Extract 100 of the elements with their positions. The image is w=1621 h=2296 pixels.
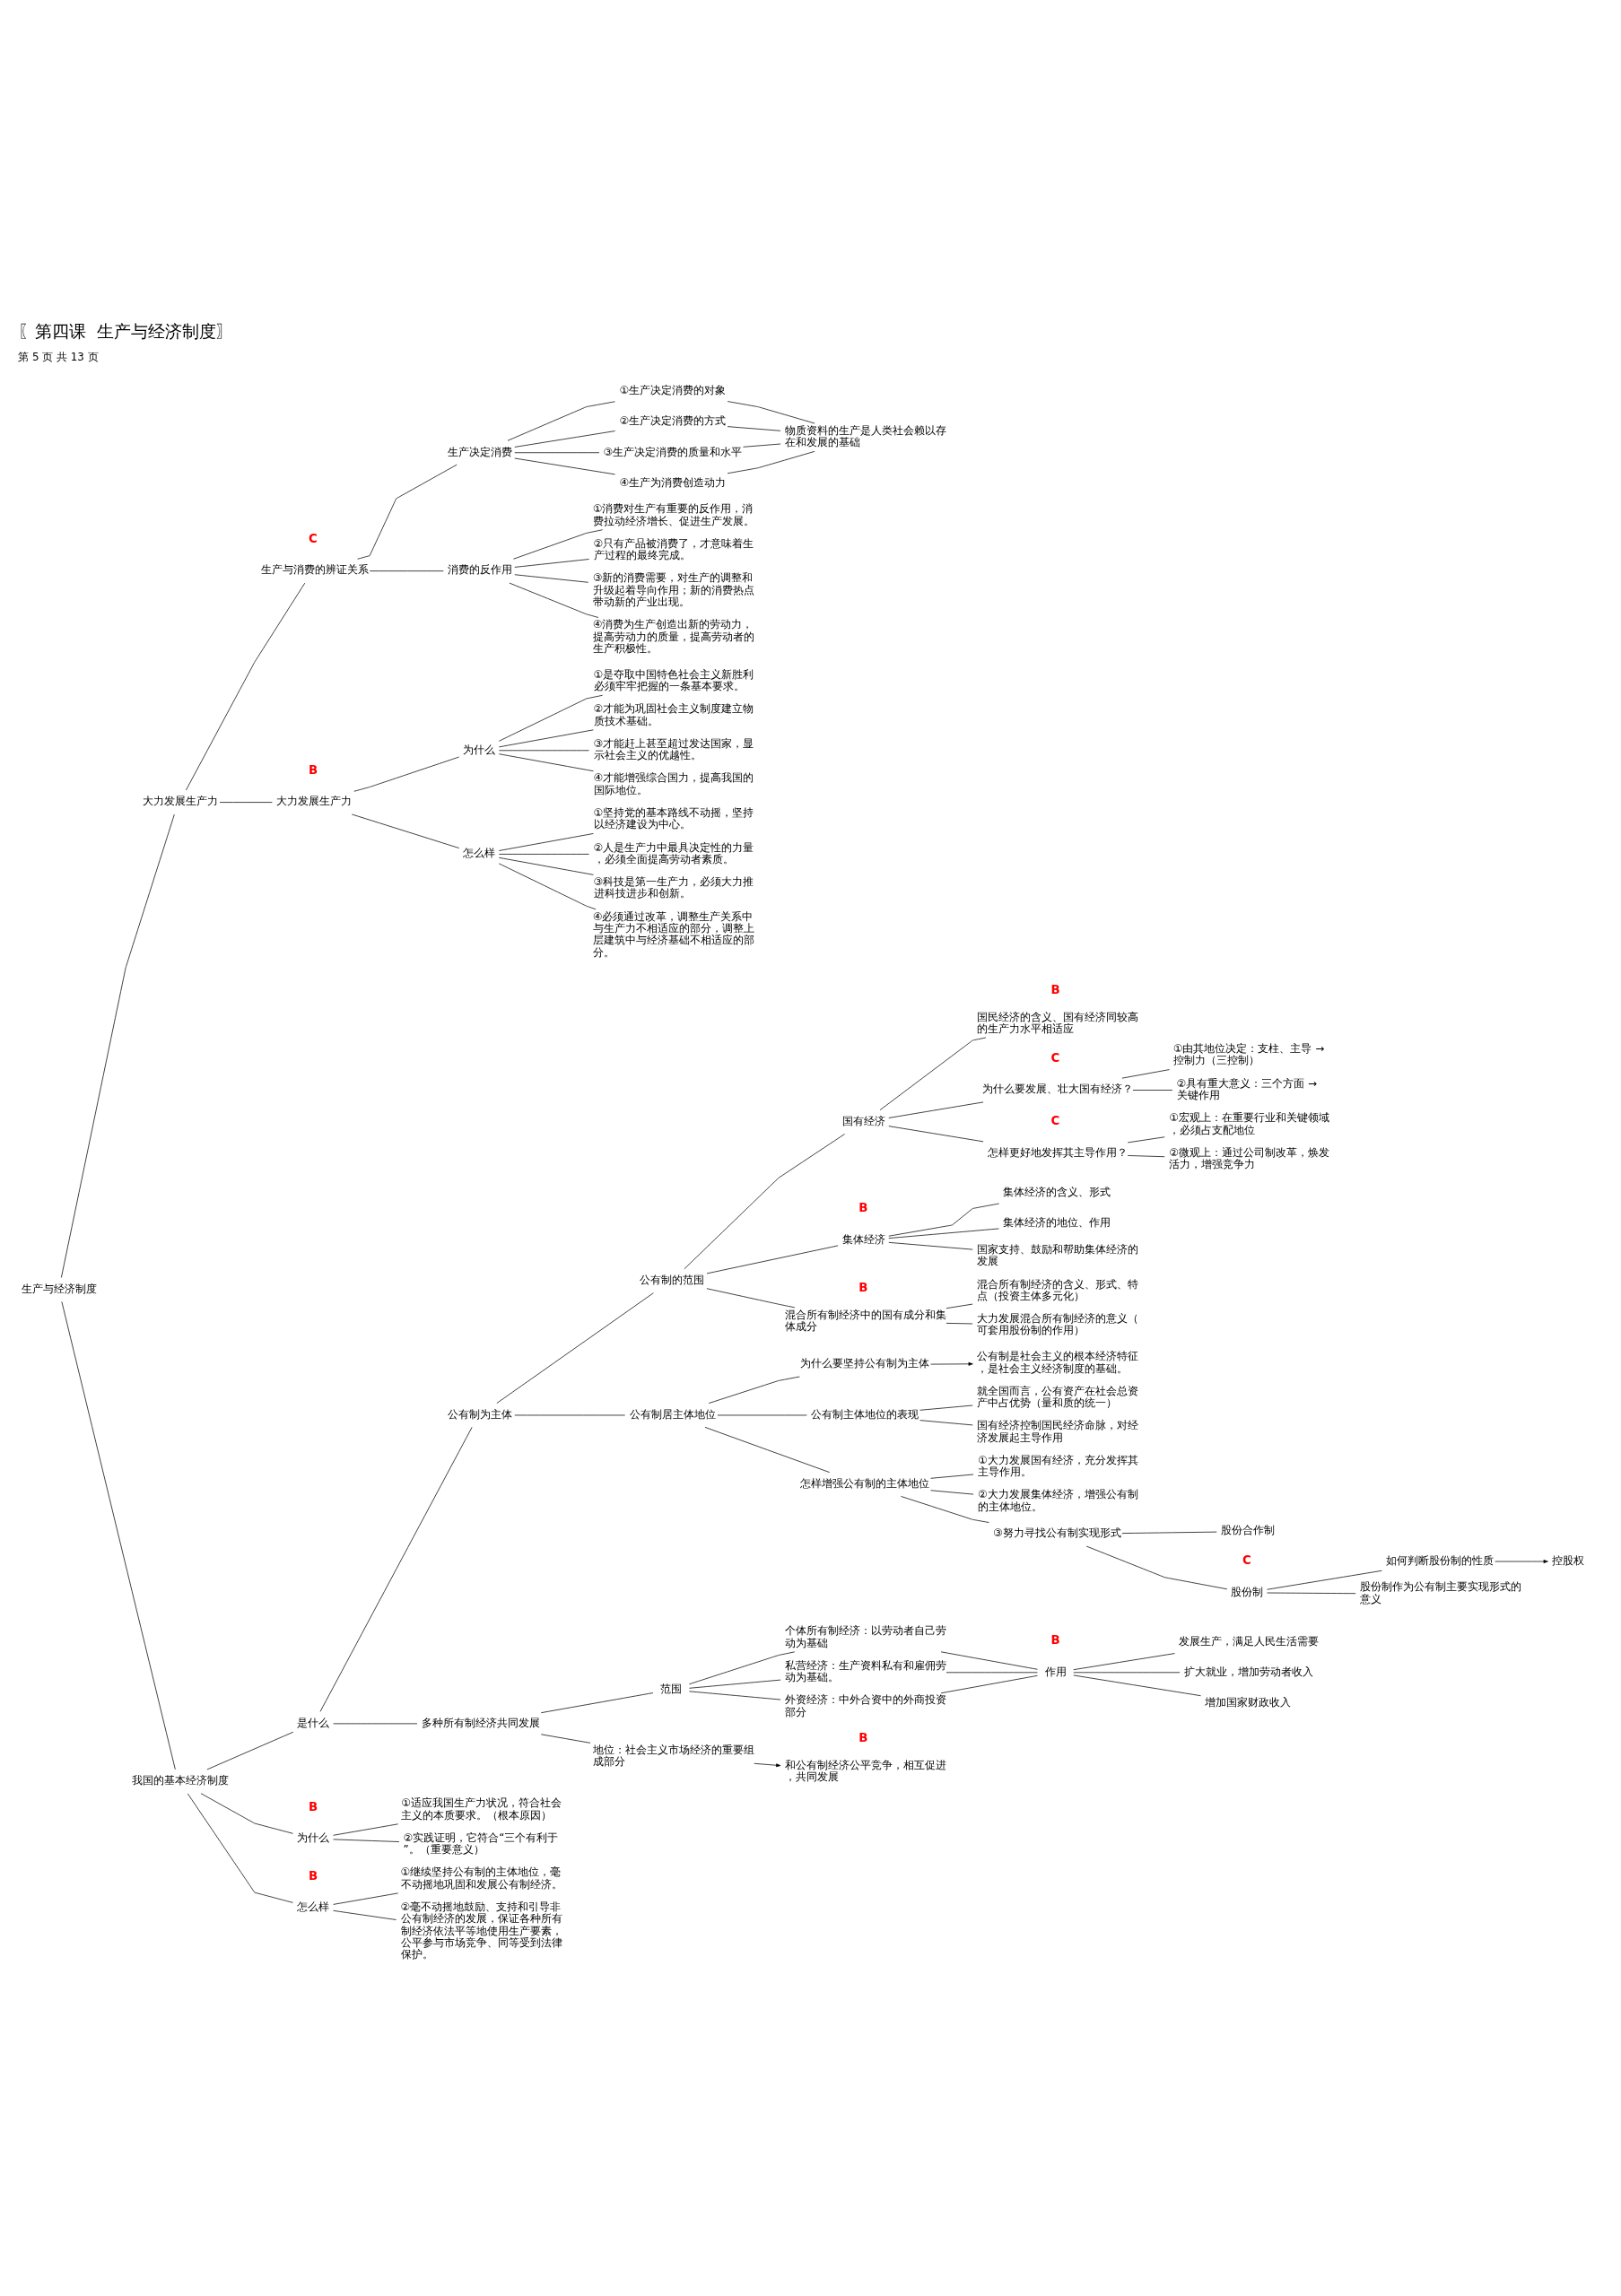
connector <box>513 529 603 560</box>
connector <box>946 1323 973 1325</box>
connector <box>1267 1570 1382 1590</box>
connector <box>357 464 458 560</box>
node-text: ①宏观上：在重要行业和关键领域，必须占支配地位 <box>1169 1111 1329 1136</box>
node-text: 外资经济：中外合资中的外商投资部分 <box>784 1693 946 1718</box>
connector <box>1073 1653 1175 1671</box>
node-text: 股份制 <box>1231 1585 1264 1598</box>
node-text: ①消费对生产有重要的反作用，消费拉动经济增长、促进生产发展。 <box>592 502 754 527</box>
label: B <box>308 763 318 778</box>
label: C <box>1050 1114 1060 1128</box>
connector <box>333 1892 399 1905</box>
arrow <box>1495 1560 1548 1563</box>
connector <box>706 1245 839 1274</box>
connector <box>1127 1155 1165 1158</box>
node-text: ①大力发展国有经济，充分发挥其主导作用。 <box>977 1453 1138 1479</box>
connector <box>514 457 615 475</box>
node-text: 国有经济控制国民经济命脉，对经济发展起主导作用 <box>977 1419 1139 1444</box>
connector <box>888 1126 984 1143</box>
connector <box>540 1734 591 1744</box>
node-text: 集体经济的地位、作用 <box>1003 1216 1111 1230</box>
node-text: 怎么样 <box>297 1900 330 1913</box>
connector <box>514 559 589 568</box>
connector <box>727 401 815 424</box>
connector <box>879 1037 987 1110</box>
node-text: 范围 <box>660 1682 683 1695</box>
node-text: 公有制主体地位的表现 <box>810 1407 919 1421</box>
node-text: 消费的反作用 <box>448 563 513 577</box>
node-text: ②实践证明，它符合“三个有利于”。（重要意义） <box>403 1831 559 1857</box>
node-text: 怎么样 <box>463 847 496 860</box>
node-text: 我国的基本经济制度 <box>131 1774 229 1787</box>
node-text: 公有制为主体 <box>448 1407 513 1421</box>
node-text: 为什么要发展、壮大国有经济？ <box>982 1083 1134 1096</box>
node-text: 怎样更好地发挥其主导作用？ <box>988 1145 1129 1159</box>
connector <box>689 1679 781 1689</box>
node-text: ①由其地位决定：支柱、主导 → 控制力（三控制） <box>1172 1042 1325 1067</box>
connector <box>706 1288 796 1309</box>
connector <box>684 1134 845 1270</box>
connector <box>496 1292 654 1404</box>
connector <box>514 430 615 448</box>
node-text: 多种所有制经济共同发展 <box>421 1716 540 1729</box>
label: C <box>308 532 318 546</box>
connector <box>498 833 594 851</box>
node-text: 集体经济的含义、形式 <box>1003 1186 1111 1199</box>
connector <box>704 1427 831 1473</box>
node-text: 怎样增强公有制的主体地位 <box>800 1476 930 1490</box>
connector <box>888 1203 999 1237</box>
node-text: ③科技是第一生产力，必须大力推进科技进步和创新。 <box>593 875 754 900</box>
node-text: ②人是生产力中最具决定性的力量，必须全面提高劳动者素质。 <box>593 840 754 865</box>
node-text: 物质资料的生产是人类社会赖以存在和发展的基础 <box>784 423 946 449</box>
node-text: 混合所有制经济中的国有成分和集体成分 <box>784 1308 946 1333</box>
node-text: 公有制是社会主义的根本经济特征，是社会主义经济制度的基础。 <box>977 1350 1139 1375</box>
connector <box>1121 1069 1170 1079</box>
node-text: 地位：社会主义市场经济的重要组成部分 <box>592 1744 754 1769</box>
connector <box>187 1793 293 1903</box>
node-text: 如何判断股份制的性质 <box>1386 1553 1494 1567</box>
connector <box>727 450 815 474</box>
node-text: ①坚持党的基本路线不动摇，坚持以经济建设为中心。 <box>593 806 754 831</box>
node-text: 国有经济 <box>841 1114 885 1127</box>
connector <box>352 813 460 848</box>
node-text: 生产与消费的辨证关系 <box>260 563 369 577</box>
label: C <box>1050 1050 1060 1065</box>
node-text: 大力发展生产力 <box>142 795 218 808</box>
node-text: ③新的消费需要，对生产的调整和升级起着导向作用；新的消费热点带动新的产业出现。 <box>592 571 754 609</box>
node-text: ②才能为巩固社会主义制度建立物质技术基础。 <box>593 702 754 727</box>
node-text: ①生产决定消费的对象 <box>619 384 727 397</box>
connector <box>333 1823 399 1836</box>
connector <box>61 1301 176 1770</box>
connector <box>919 1405 973 1411</box>
node-text: ④消费为生产创造出新的劳动力，提高劳动力的质量，提高劳动者的生产积极性。 <box>592 618 754 655</box>
label: B <box>308 1868 318 1883</box>
connector <box>688 1651 796 1685</box>
node-text: 生产与经济制度 <box>22 1282 98 1295</box>
node-text: 公有制居主体地位 <box>629 1407 716 1421</box>
node-text: 大力发展生产力 <box>276 795 353 808</box>
node-text: 为什么 <box>297 1831 330 1844</box>
node-text: 就全国而言，公有资产在社会总资产中占优势（量和质的统一） <box>977 1384 1139 1410</box>
connector <box>1127 1136 1165 1144</box>
connector <box>61 813 175 1278</box>
arrow <box>930 1361 973 1366</box>
node-text: 控股权 <box>1551 1553 1584 1567</box>
node-text: 股份合作制 <box>1221 1524 1276 1537</box>
connector <box>940 1651 1038 1670</box>
connector <box>498 729 594 748</box>
connector <box>888 1101 984 1118</box>
connector <box>206 1731 294 1770</box>
node-text: 扩大就业，增加劳动者收入 <box>1183 1665 1313 1678</box>
node-text: ③生产决定消费的质量和水平 <box>603 445 743 458</box>
connector <box>940 1674 1038 1694</box>
diagram-title: 〖第四课 生产与经济制度〗 <box>17 321 233 343</box>
node-text: 生产决定消费 <box>448 445 513 458</box>
connector <box>498 857 594 875</box>
connector <box>319 1426 473 1712</box>
node-text: ④必须通过改革，调整生产关系中与生产力不相适应的部分，调整上层建筑中与经济基础不相适应的部分。 <box>592 909 754 959</box>
connector <box>498 854 589 855</box>
arrow <box>754 1762 781 1768</box>
connector <box>919 1420 973 1426</box>
connector <box>498 753 594 772</box>
node-text: ①继续坚持公有制的主体地位，毫不动摇地巩固和发展公有制经济。 <box>400 1866 562 1891</box>
connector <box>498 863 597 910</box>
